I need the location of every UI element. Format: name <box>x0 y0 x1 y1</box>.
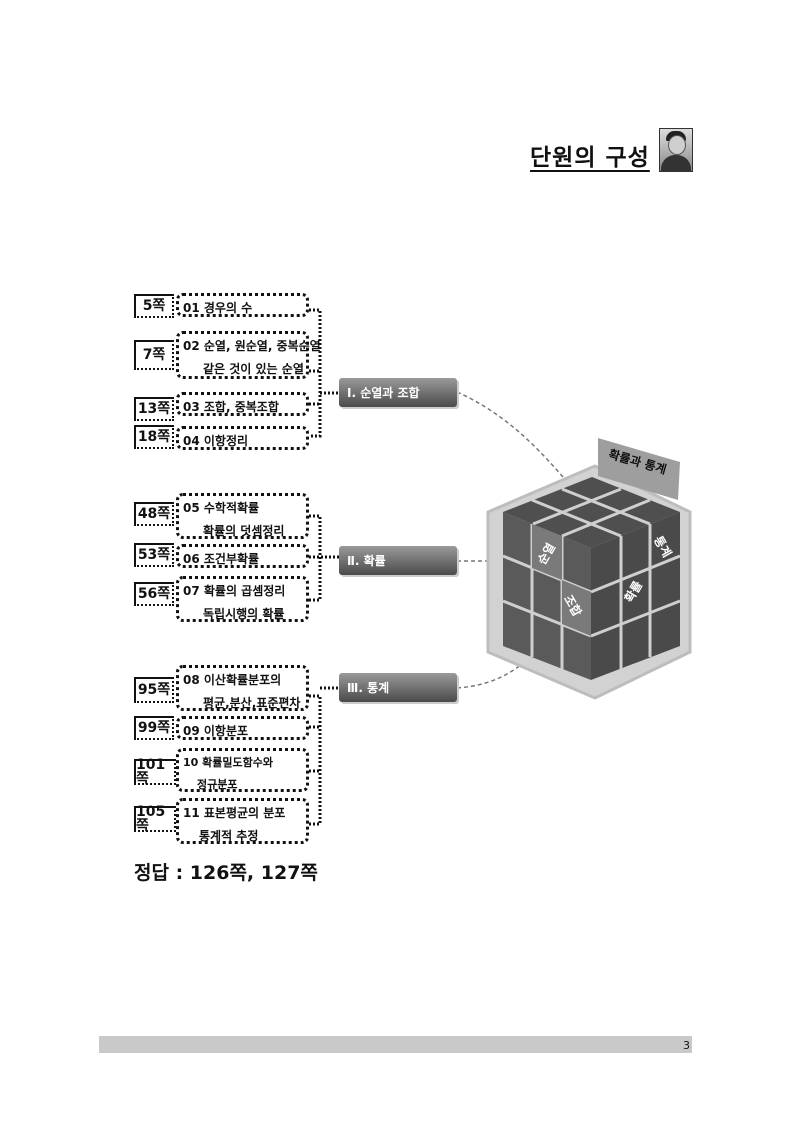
lesson-title: 10 확률밀도함수와 <box>183 756 273 769</box>
answer-pages: 정답 : 126쪽, 127쪽 <box>134 862 318 884</box>
author-photo <box>659 128 693 172</box>
lesson-box: 04 이항정리 <box>176 426 309 450</box>
page-title: 단원의 구성 <box>530 145 650 171</box>
page-number: 3 <box>683 1039 690 1052</box>
lesson-title: 06 조건부확률 <box>183 552 260 566</box>
page-ref: 56쪽 <box>134 582 174 606</box>
lesson-subtitle: 독립시행의 확률 <box>203 607 285 621</box>
page-ref: 5쪽 <box>134 294 174 318</box>
page-ref: 101쪽 <box>134 758 176 786</box>
lesson-subtitle: 통계적 추정 <box>199 829 259 843</box>
footer-bar <box>99 1036 692 1053</box>
lesson-box: 10 확률밀도함수와 정규분포 <box>176 748 309 792</box>
page-ref: 53쪽 <box>134 543 174 567</box>
unit-2-box: Ⅱ. 확률 <box>339 546 457 575</box>
lesson-box: 11 표본평균의 분포 통계적 추정 <box>176 798 309 844</box>
lesson-box: 07 확률의 곱셈정리 독립시행의 확률 <box>176 576 309 622</box>
lesson-subtitle: 정규분포 <box>197 778 238 791</box>
lesson-subtitle: 확률의 덧셈정리 <box>203 524 285 538</box>
lesson-box: 03 조합, 중복조합 <box>176 392 309 416</box>
lesson-title: 03 조합, 중복조합 <box>183 400 279 414</box>
page-ref: 95쪽 <box>134 677 174 703</box>
lesson-box: 02 순열, 원순열, 중복순열 같은 것이 있는 순열 <box>176 331 321 379</box>
lesson-title: 05 수학적확률 <box>183 501 260 515</box>
unit-3-box: Ⅲ. 통계 <box>339 673 457 702</box>
unit-1-box: Ⅰ. 순열과 조합 <box>339 378 457 407</box>
lesson-subtitle: 같은 것이 있는 순열 <box>203 362 304 376</box>
lesson-title: 09 이항분포 <box>183 724 249 738</box>
page-ref: 13쪽 <box>134 397 174 421</box>
lesson-title: 07 확률의 곱셈정리 <box>183 584 286 598</box>
page-ref: 18쪽 <box>134 425 174 449</box>
lesson-box: 09 이항분포 <box>176 716 309 740</box>
page-ref: 105쪽 <box>134 805 176 833</box>
lesson-box: 01 경우의 수 <box>176 293 309 317</box>
lesson-box: 06 조건부확률 <box>176 544 309 568</box>
page-ref: 48쪽 <box>134 502 174 526</box>
lesson-box: 08 이산확률분포의 평균,분산,표준편차 <box>176 665 309 711</box>
lesson-subtitle: 평균,분산,표준편차 <box>203 696 301 710</box>
lesson-title: 01 경우의 수 <box>183 301 253 315</box>
rubiks-cube-illustration <box>486 438 692 700</box>
lesson-title: 11 표본평균의 분포 <box>183 806 286 820</box>
lesson-title: 08 이산확률분포의 <box>183 673 282 687</box>
lesson-title: 02 순열, 원순열, 중복순열 <box>183 339 321 353</box>
page-ref: 99쪽 <box>134 716 174 740</box>
lesson-title: 04 이항정리 <box>183 434 249 448</box>
lesson-box: 05 수학적확률 확률의 덧셈정리 <box>176 493 309 539</box>
page-ref: 7쪽 <box>134 340 174 370</box>
